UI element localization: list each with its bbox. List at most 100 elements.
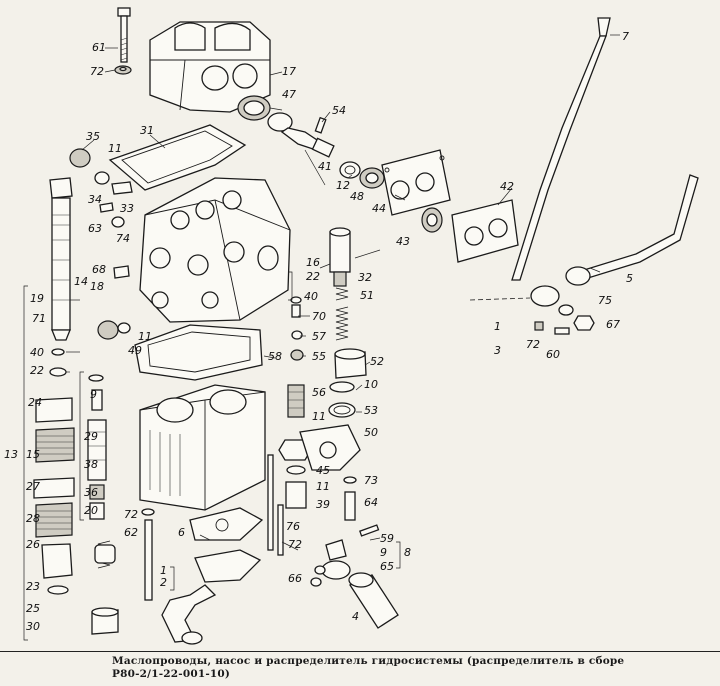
callout-53: 53 [364, 404, 378, 417]
caption-line-1: Маслопроводы, насос и распределитель гид… [112, 655, 625, 667]
callout-54: 54 [332, 104, 346, 117]
callout-34: 34 [88, 193, 102, 206]
callout-71: 71 [32, 312, 46, 325]
callout-61: 61 [92, 41, 106, 54]
stud-bolts [267, 454, 284, 556]
callout-labels: 61 72 17 47 54 7 35 31 11 12 41 48 44 42… [4, 30, 633, 633]
callout-11: 11 [138, 330, 152, 343]
callout-72: 72 [526, 338, 540, 351]
callout-72: 72 [124, 508, 138, 521]
callout-29: 29 [84, 430, 98, 443]
callout-26: 26 [26, 538, 40, 551]
callout-30: 30 [26, 620, 40, 633]
spool-parts-13 [33, 348, 75, 595]
callout-31: 31 [140, 124, 154, 137]
washer-73-bolt-64 [343, 476, 357, 521]
callout-22: 22 [306, 270, 320, 283]
callout-35: 35 [86, 130, 100, 143]
lever-hub [469, 285, 595, 335]
plug-43 [421, 207, 443, 233]
callout-73: 73 [364, 474, 378, 487]
callout-67: 67 [606, 318, 620, 331]
callout-10: 10 [364, 378, 378, 391]
callout-8: 8 [404, 546, 411, 559]
callout-47: 47 [282, 88, 296, 101]
callout-55: 55 [312, 350, 326, 363]
callout-3: 3 [494, 344, 501, 357]
flange-plate-76 [189, 507, 264, 541]
callout-40: 40 [30, 346, 44, 359]
pump-body-6 [139, 384, 266, 511]
valve-32 [329, 227, 351, 287]
callout-59: 59 [380, 532, 394, 545]
callout-62: 62 [124, 526, 138, 539]
callout-9: 9 [380, 546, 387, 559]
callout-32: 32 [358, 271, 372, 284]
callout-45: 45 [316, 464, 330, 477]
callout-9: 9 [90, 388, 97, 401]
callout-74: 74 [116, 232, 130, 245]
exploded-assembly-diagram: 61 72 17 47 54 7 35 31 11 12 41 48 44 42… [4, 7, 699, 645]
bolt-61 [117, 7, 131, 63]
clamp-8 [310, 524, 380, 587]
callout-14: 14 [74, 275, 88, 288]
oil-pipe-2 [161, 549, 262, 645]
callout-24: 24 [28, 396, 42, 409]
spring-51 [335, 287, 349, 341]
callout-44: 44 [372, 202, 386, 215]
pin-54 [314, 116, 327, 134]
callout-12: 12 [336, 179, 350, 192]
callout-58: 58 [268, 350, 282, 363]
callout-40: 40 [304, 290, 318, 303]
callout-4: 4 [352, 610, 359, 623]
callout-56: 56 [312, 386, 326, 399]
callout-48: 48 [350, 190, 364, 203]
pushrod-62 [141, 508, 155, 601]
callout-68: 68 [92, 263, 106, 276]
callout-60: 60 [546, 348, 560, 361]
callout-18: 18 [90, 280, 104, 293]
callout-5: 5 [626, 272, 633, 285]
distributor-body-16 [139, 177, 291, 323]
callout-13: 13 [4, 448, 18, 461]
callout-11: 11 [312, 410, 326, 423]
caption-line-2: Р80-2/1-22-001-10) [112, 668, 231, 680]
callout-50: 50 [364, 426, 378, 439]
callout-65: 65 [380, 560, 394, 573]
callout-72: 72 [288, 538, 302, 551]
callout-70: 70 [312, 310, 326, 323]
callout-41: 41 [318, 160, 332, 173]
callout-28: 28 [26, 512, 40, 525]
small-parts-70-57 [290, 296, 304, 361]
callout-11: 11 [316, 480, 330, 493]
gasket-58 [134, 324, 263, 381]
callout-39: 39 [316, 498, 330, 511]
seal-47 [237, 95, 271, 121]
callout-1: 1 [160, 564, 167, 577]
callout-76: 76 [286, 520, 300, 533]
cover-17 [149, 21, 271, 113]
pipe-4 [348, 572, 399, 629]
callout-38: 38 [84, 458, 98, 471]
leader-lines [66, 34, 620, 551]
figure-caption: Маслопроводы, насос и распределитель гид… [112, 655, 672, 681]
callout-15: 15 [26, 448, 40, 461]
callout-75: 75 [598, 294, 612, 307]
callout-51: 51 [360, 289, 374, 302]
callout-49: 49 [128, 344, 142, 357]
callout-7: 7 [622, 30, 629, 43]
callout-16: 16 [306, 256, 320, 269]
callout-72: 72 [90, 65, 104, 78]
flange-gasket-44 [381, 149, 451, 216]
callout-42: 42 [500, 180, 514, 193]
callout-20: 20 [84, 504, 98, 517]
group-brackets [23, 271, 401, 641]
callout-52: 52 [370, 355, 384, 368]
washer-72-top [114, 65, 132, 75]
gasket-31 [108, 124, 247, 191]
callout-17: 17 [282, 65, 296, 78]
spring-25 [94, 540, 116, 569]
callout-27: 27 [26, 480, 40, 493]
callout-2: 2 [160, 576, 167, 589]
seal-48 [359, 167, 385, 189]
